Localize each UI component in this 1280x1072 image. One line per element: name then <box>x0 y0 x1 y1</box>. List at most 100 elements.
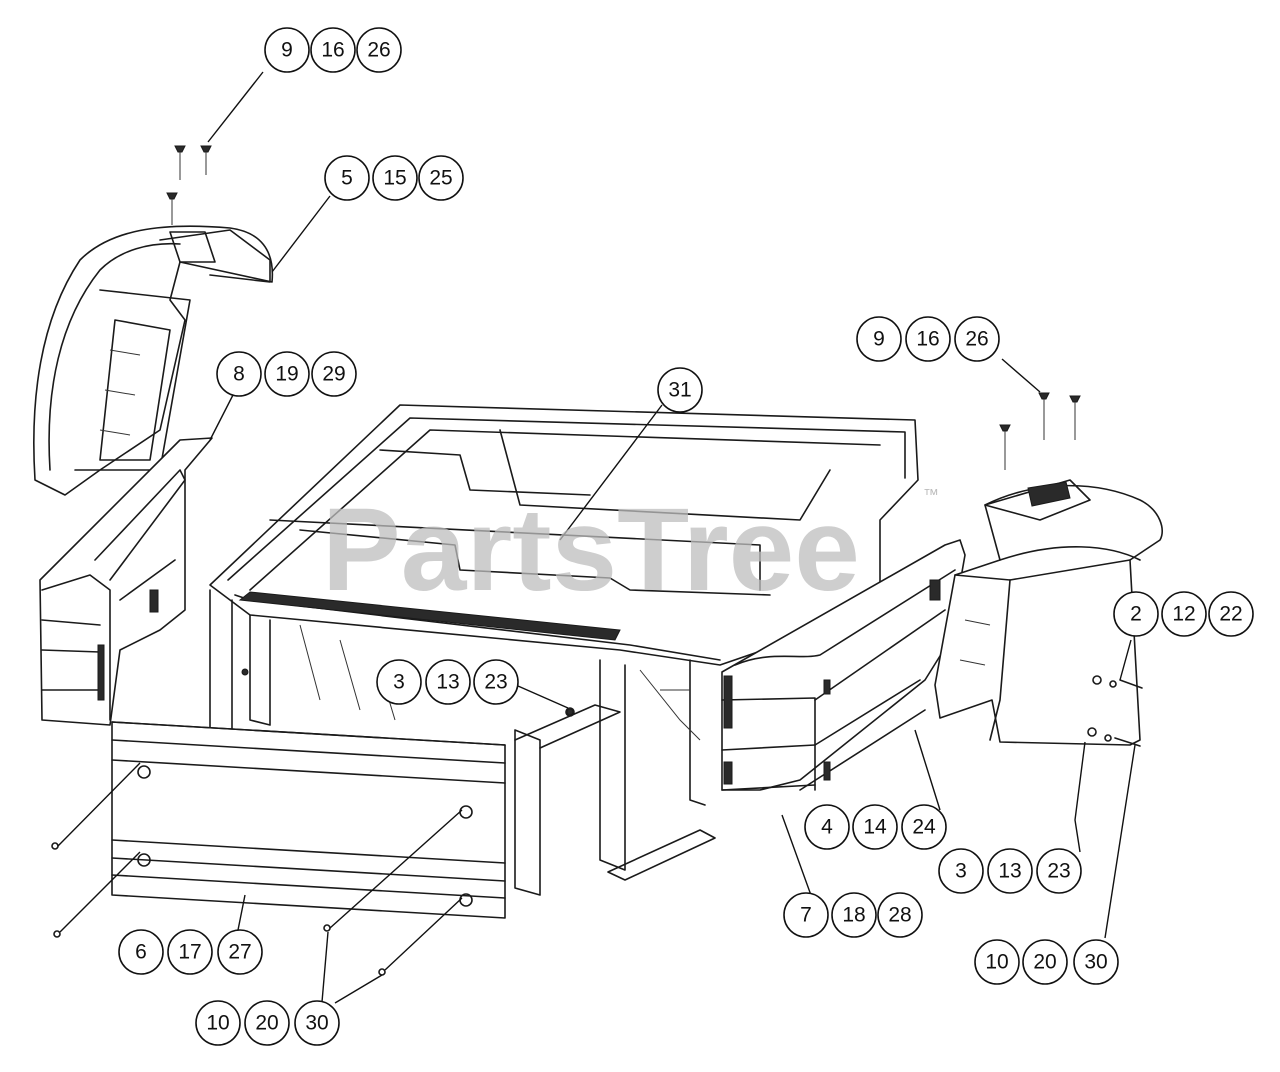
callout-bubble: 18 <box>831 892 877 938</box>
frame-assembly <box>209 404 919 896</box>
callout-bubble: 25 <box>418 155 464 201</box>
fasteners <box>51 145 1143 976</box>
callout-label: 7 <box>800 904 812 927</box>
callout-label: 22 <box>1219 603 1242 626</box>
callout-group-right-bolts: 2 12 22 <box>1113 591 1254 637</box>
callout-label: 4 <box>821 816 833 839</box>
right-side-panel <box>721 539 966 791</box>
callout-group-right-nuts: 3 13 23 <box>938 848 1082 894</box>
callout-bubble: 9 <box>856 316 902 362</box>
callout-label: 30 <box>305 1012 328 1035</box>
callout-label: 25 <box>429 167 452 190</box>
callout-label: 6 <box>135 941 147 964</box>
watermark: PartsTree ™ <box>322 484 939 616</box>
callout-bubble: 19 <box>264 351 310 397</box>
callout-group-left-side-panel: 8 19 29 <box>216 351 357 397</box>
callout-bubble: 23 <box>1036 848 1082 894</box>
callout-bubble: 15 <box>372 155 418 201</box>
callout-group-front-panel: 6 17 27 <box>118 929 263 975</box>
callout-group-bottom-washers: 10 20 30 <box>195 1000 340 1046</box>
callout-bubble: 3 <box>376 659 422 705</box>
callout-label: 28 <box>888 904 911 927</box>
callout-label: 17 <box>178 941 201 964</box>
callout-label: 3 <box>955 860 967 883</box>
callout-label: 12 <box>1172 603 1195 626</box>
callout-bubble: 7 <box>783 892 829 938</box>
callout-label: 2 <box>1130 603 1142 626</box>
callout-bubble: 13 <box>425 659 471 705</box>
callout-label: 19 <box>275 363 298 386</box>
callout-bubble: 2 <box>1113 591 1159 637</box>
callout-label: 23 <box>484 671 507 694</box>
callout-bubble: 10 <box>974 939 1020 985</box>
callout-label: 3 <box>393 671 405 694</box>
callout-label: 10 <box>985 951 1008 974</box>
callout-bubble: 17 <box>167 929 213 975</box>
callout-label: 10 <box>206 1012 229 1035</box>
watermark-trademark: ™ <box>923 487 939 504</box>
callouts: 9 16 26 5 15 25 8 19 29 31 9 16 26 2 12 … <box>118 27 1254 1046</box>
callout-label: 26 <box>965 328 988 351</box>
callout-label: 20 <box>255 1012 278 1035</box>
callout-label: 13 <box>998 860 1021 883</box>
callout-label: 9 <box>281 39 293 62</box>
callout-group-top-left-screws: 9 16 26 <box>264 27 402 73</box>
callout-bubble: 14 <box>852 804 898 850</box>
callout-bubble: 12 <box>1161 591 1207 637</box>
callout-bubble: 10 <box>195 1000 241 1046</box>
callout-group-right-corner: 4 14 24 <box>804 804 947 850</box>
callout-bubble: 16 <box>310 27 356 73</box>
callout-bubble: 16 <box>905 316 951 362</box>
callout-group-center-frame: 31 <box>657 367 703 413</box>
callout-bubble: 5 <box>324 155 370 201</box>
callout-bubble: 20 <box>244 1000 290 1046</box>
watermark-text: PartsTree <box>322 484 860 616</box>
callout-bubble: 20 <box>1022 939 1068 985</box>
callout-bubble: 23 <box>473 659 519 705</box>
callout-group-center-nuts: 3 13 23 <box>376 659 519 705</box>
callout-bubble: 31 <box>657 367 703 413</box>
callout-label: 20 <box>1033 951 1056 974</box>
callout-bubble: 22 <box>1208 591 1254 637</box>
callout-group-right-washers: 10 20 30 <box>974 939 1119 985</box>
callout-bubble: 28 <box>877 892 923 938</box>
callout-bubble: 26 <box>356 27 402 73</box>
callout-bubble: 8 <box>216 351 262 397</box>
callout-bubble: 3 <box>938 848 984 894</box>
front-panel <box>111 721 506 919</box>
callout-bubble: 29 <box>311 351 357 397</box>
left-side-panel <box>39 437 213 726</box>
callout-bubble: 27 <box>217 929 263 975</box>
callout-label: 16 <box>916 328 939 351</box>
callout-group-right-screws: 9 16 26 <box>856 316 1000 362</box>
callout-bubble: 30 <box>1073 939 1119 985</box>
callout-label: 13 <box>436 671 459 694</box>
right-fender <box>934 479 1164 746</box>
callout-label: 15 <box>383 167 406 190</box>
callout-label: 5 <box>341 167 353 190</box>
leader-lines <box>57 71 1136 1004</box>
callout-group-top-left-fender: 5 15 25 <box>324 155 464 201</box>
callout-label: 16 <box>321 39 344 62</box>
callout-label: 24 <box>912 816 936 839</box>
callout-label: 8 <box>233 363 245 386</box>
callout-label: 26 <box>367 39 390 62</box>
callout-bubble: 26 <box>954 316 1000 362</box>
callout-label: 18 <box>842 904 865 927</box>
callout-bubble: 6 <box>118 929 164 975</box>
callout-bubble: 30 <box>294 1000 340 1046</box>
callout-group-right-side-panel: 7 18 28 <box>783 892 923 938</box>
left-fender <box>33 225 274 496</box>
callout-label: 23 <box>1047 860 1070 883</box>
callout-bubble: 24 <box>901 804 947 850</box>
callout-label: 30 <box>1084 951 1107 974</box>
callout-bubble: 4 <box>804 804 850 850</box>
callout-label: 9 <box>873 328 885 351</box>
callout-label: 29 <box>322 363 345 386</box>
callout-label: 14 <box>863 816 887 839</box>
callout-label: 27 <box>228 941 251 964</box>
callout-bubble: 13 <box>987 848 1033 894</box>
callout-bubble: 9 <box>264 27 310 73</box>
callout-label: 31 <box>668 379 691 402</box>
